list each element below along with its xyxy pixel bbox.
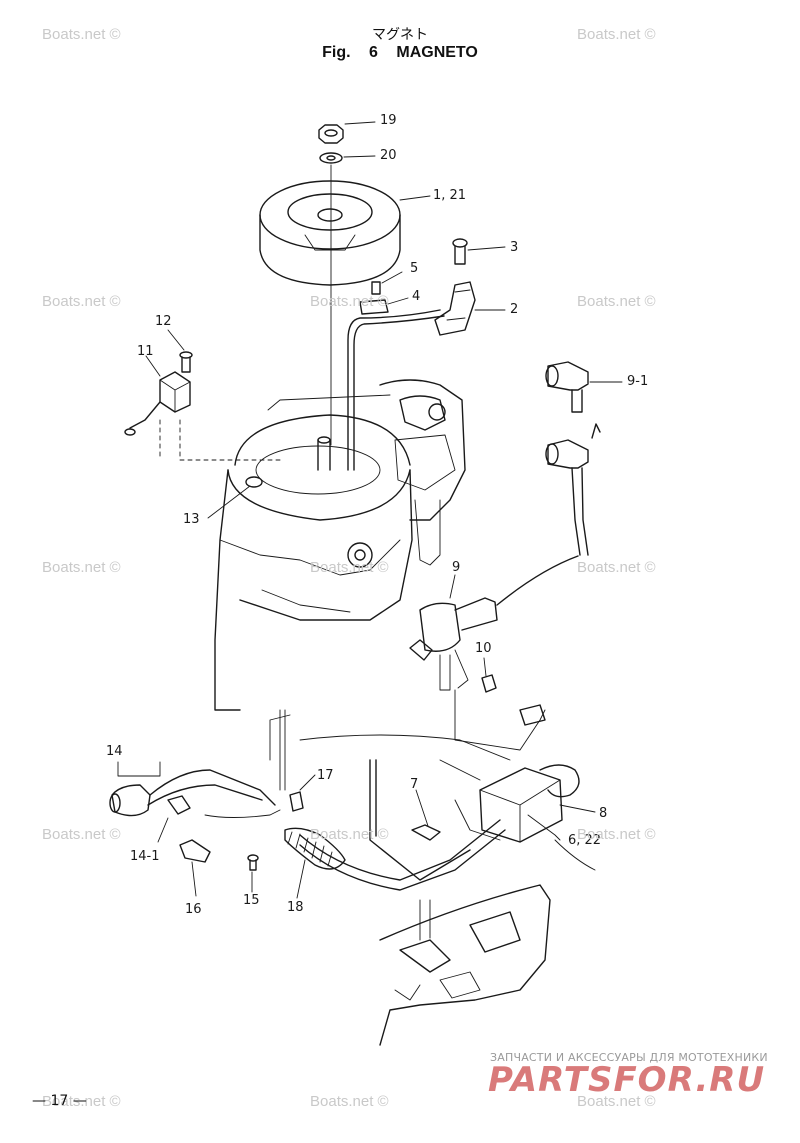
label-11: 11 — [137, 344, 154, 359]
figure-title-japanese: マグネト — [372, 27, 428, 43]
bottom-cowling — [379, 884, 551, 1046]
figure-title: Fig. 6 MAGNETO — [322, 44, 478, 61]
label-7: 7 — [410, 777, 419, 792]
label-10: 10 — [475, 641, 492, 656]
screw-5 — [371, 271, 403, 295]
watermark: Boats.net © — [42, 26, 121, 43]
bolt-10 — [481, 657, 497, 693]
watermark: Boats.net © — [577, 26, 656, 43]
promo-text: ЗАПЧАСТИ И АКСЕССУАРЫ ДЛЯ МОТОТЕХНИКИ — [490, 1051, 768, 1064]
ignition-coil-9 — [409, 555, 579, 691]
clip-17 — [289, 774, 316, 812]
label-2: 2 — [510, 302, 519, 317]
watermark: Boats.net © — [42, 293, 121, 310]
page-number: — 17 — — [32, 1093, 87, 1109]
clamp-4 — [359, 297, 409, 315]
label-3: 3 — [510, 240, 519, 255]
screw-15 — [247, 854, 259, 893]
grommet-18 — [284, 827, 346, 899]
label-14: 14 — [106, 744, 123, 759]
label-20: 20 — [380, 148, 397, 163]
pulser-coil-2 — [434, 281, 506, 336]
watermark: Boats.net © — [310, 293, 389, 310]
watermark: Boats.net © — [310, 559, 389, 576]
watermark: Boats.net © — [310, 1093, 389, 1110]
label-9-1: 9-1 — [627, 374, 649, 389]
bolt-3 — [452, 238, 506, 265]
engine-block — [214, 379, 466, 711]
lanyard-14-1 — [157, 795, 191, 843]
label-19: 19 — [380, 113, 397, 128]
stator-lead-13 — [207, 476, 263, 519]
label-9: 9 — [452, 560, 461, 575]
bolt-12 — [167, 329, 193, 373]
watermark: Boats.net © — [577, 559, 656, 576]
nut-19 — [318, 121, 376, 144]
label-5: 5 — [410, 261, 419, 276]
label-14-1: 14-1 — [130, 849, 160, 864]
plug-cap-lower — [545, 439, 589, 556]
flywheel — [259, 180, 431, 286]
watermark: Boats.net © — [577, 826, 656, 843]
bracket-11 — [124, 355, 191, 436]
clip-16 — [179, 809, 281, 897]
label-1-21: 1, 21 — [433, 188, 467, 203]
label-18: 18 — [287, 900, 304, 915]
label-17: 17 — [317, 768, 334, 783]
label-4: 4 — [412, 289, 421, 304]
watermark: Boats.net © — [42, 826, 121, 843]
label-16: 16 — [185, 902, 202, 917]
brand-logo: PARTSFOR.RU — [488, 1060, 766, 1100]
label-8: 8 — [599, 806, 608, 821]
watermark: Boats.net © — [42, 559, 121, 576]
plug-cap-9-1 — [545, 361, 623, 439]
watermark: Boats.net © — [310, 826, 389, 843]
clamp-7 — [411, 789, 441, 841]
label-6-22: 6, 22 — [568, 833, 602, 848]
washer-20 — [319, 152, 376, 164]
cdi-unit — [479, 764, 580, 843]
watermark: Boats.net © — [577, 1093, 656, 1110]
watermark: Boats.net © — [42, 1093, 121, 1110]
watermark: Boats.net © — [577, 293, 656, 310]
label-15: 15 — [243, 893, 260, 908]
label-12: 12 — [155, 314, 172, 329]
label-13: 13 — [183, 512, 200, 527]
stop-switch-14 — [109, 761, 276, 817]
